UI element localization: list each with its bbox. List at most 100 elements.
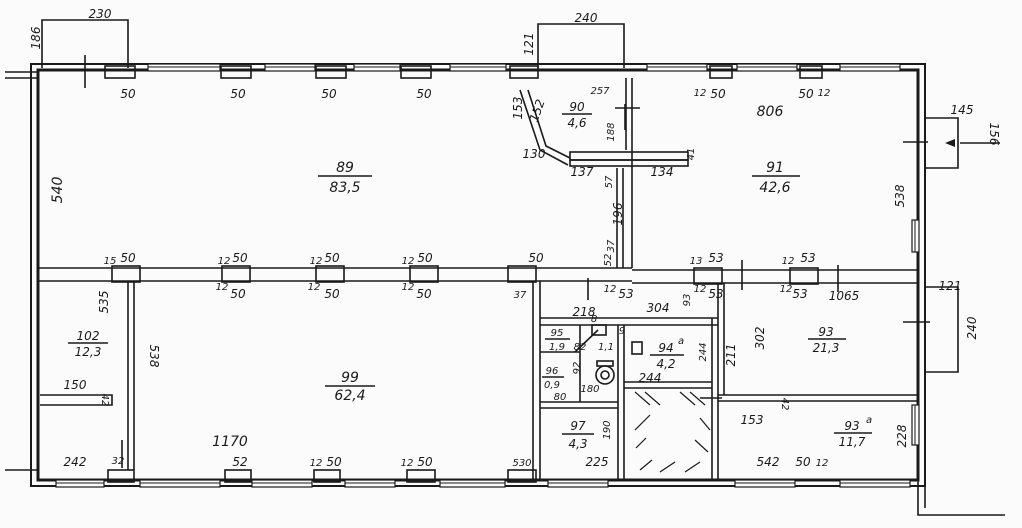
- room-number: 91: [766, 160, 784, 176]
- room-area: 83,5: [329, 180, 360, 196]
- dim-label: 12: [604, 284, 617, 295]
- room-number: 93: [818, 325, 833, 339]
- dim-label: 12: [402, 282, 415, 293]
- dim-label: 50: [232, 251, 248, 265]
- dim-label: 32: [112, 456, 125, 467]
- room-number: 90: [569, 100, 585, 114]
- dim-label: 240: [575, 11, 598, 25]
- dim-label: 12: [310, 458, 323, 469]
- room-95: 95 1,9: [545, 328, 570, 353]
- dim-label: 42: [779, 398, 790, 411]
- dim-label: 52: [232, 455, 247, 469]
- dim-label: 196: [611, 202, 625, 225]
- dim-label: 186: [29, 26, 43, 49]
- dim-label: 535: [97, 291, 111, 314]
- dim-label: 211: [724, 344, 738, 367]
- dim-label: 50: [324, 287, 340, 301]
- room-area: 62,4: [334, 388, 365, 404]
- dim-label: 12: [401, 458, 414, 469]
- dim-label: 50: [710, 87, 726, 101]
- dim-label: 50: [120, 251, 136, 265]
- room-91: 91 42,6: [752, 160, 800, 196]
- dim-label: 242: [64, 455, 87, 469]
- dim-label: 50: [230, 87, 246, 101]
- dim-label: 50: [528, 251, 544, 265]
- dim-label: 12: [218, 256, 231, 267]
- dim-label: 225: [586, 455, 609, 469]
- room-93: 93 21,3: [808, 325, 846, 355]
- dim-label: 145: [951, 103, 974, 117]
- room-number: 95: [551, 328, 564, 339]
- dim-label: 12: [782, 256, 795, 267]
- dim-label: 37: [514, 290, 527, 301]
- dim-label: 156: [987, 123, 1001, 146]
- dim-label: 538: [893, 184, 907, 207]
- room-99: 99 62,4: [325, 370, 375, 404]
- wall-piers: [104, 65, 823, 483]
- dim-label: 540: [50, 177, 66, 204]
- dim-label: 53: [800, 251, 815, 265]
- exterior-annex-top-left: [41, 19, 129, 68]
- room-number: 94: [658, 341, 673, 355]
- dim-label: 1065: [829, 289, 860, 303]
- dim-label: 8: [591, 314, 597, 325]
- room-area: 1,9: [549, 342, 565, 353]
- windows-right: [911, 219, 920, 446]
- room-102: 102 12,3: [68, 329, 108, 359]
- room-area: 11,7: [839, 435, 866, 449]
- dim-label: 542: [757, 455, 780, 469]
- shaft-hatching: [634, 391, 711, 473]
- dim-label: 12: [816, 458, 829, 469]
- dim-label: 53: [792, 287, 807, 301]
- room-area: 21,3: [813, 341, 840, 355]
- room-area: 0,9: [544, 380, 560, 391]
- windows-bottom: [55, 479, 911, 488]
- dim-label: 42: [99, 394, 110, 407]
- dim-label: 121: [939, 279, 962, 293]
- dim-label: 137: [571, 165, 594, 179]
- dim-label: 134: [651, 165, 674, 179]
- dim-label: 50: [321, 87, 337, 101]
- dim-label: 244: [698, 342, 709, 361]
- dim-label: 230: [89, 7, 112, 21]
- dim-label: 12: [216, 282, 229, 293]
- dim-label: 218: [573, 305, 596, 319]
- room-number: 97: [570, 419, 586, 433]
- dim-label: 240: [965, 316, 979, 339]
- dimension-labels: 230 186 240 121 145 156 121 240 50 50 50…: [29, 7, 1001, 469]
- room-94a: 94 a 4,2: [650, 336, 684, 371]
- dim-label: 121: [522, 33, 536, 56]
- room-suffix: a: [866, 415, 872, 426]
- room-89: 89 83,5: [318, 160, 372, 196]
- dim-label: 9: [619, 326, 625, 337]
- dim-label: 304: [647, 301, 670, 315]
- dim-label: 12: [694, 88, 707, 99]
- room-area: 4,3: [568, 437, 587, 451]
- dim-label: 130: [523, 147, 546, 161]
- dim-label: 153: [511, 97, 525, 120]
- room-number: 93: [844, 419, 859, 433]
- room-suffix: a: [678, 336, 684, 347]
- dim-label: 806: [757, 104, 784, 120]
- room-area: 42,6: [759, 180, 790, 196]
- dim-label: 12: [310, 256, 323, 267]
- room-number: 102: [77, 329, 100, 343]
- dim-label: 13: [690, 256, 703, 267]
- dim-label: 188: [606, 122, 617, 141]
- dim-label: 50: [120, 87, 136, 101]
- dim-label: 15: [104, 256, 117, 267]
- dim-label: 530: [512, 458, 531, 469]
- dim-label: 12: [694, 284, 707, 295]
- dim-label: 50: [798, 87, 814, 101]
- dim-label: 53: [618, 287, 633, 301]
- dim-label: 12: [780, 284, 793, 295]
- room-number: 96: [546, 366, 559, 377]
- dim-label: 37: [606, 239, 617, 252]
- room-number: 99: [341, 370, 359, 386]
- dim-label: 50: [416, 87, 432, 101]
- room-area: 4,2: [656, 357, 675, 371]
- dim-label: 92: [572, 362, 583, 375]
- dim-label: 257: [590, 86, 610, 97]
- dim-label: 82: [574, 342, 587, 353]
